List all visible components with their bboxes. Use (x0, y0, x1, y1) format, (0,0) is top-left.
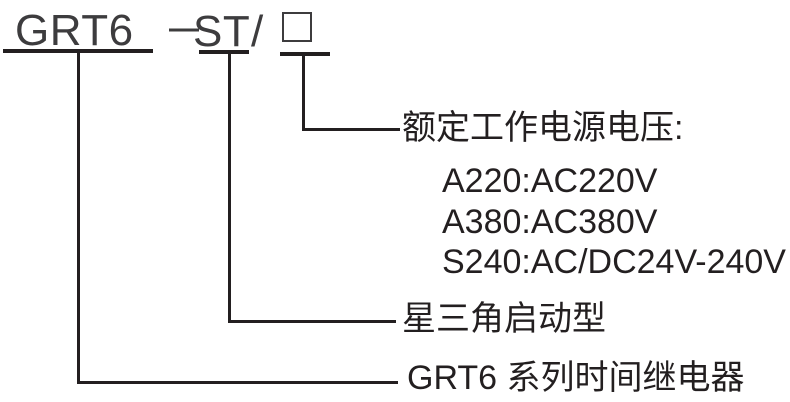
voltage-callout-label: 额定工作电源电压: (402, 109, 684, 147)
voltage-option: A220:AC220V (442, 162, 658, 200)
model-code-series: GRT6 (15, 6, 134, 55)
type-callout-label: 星三角启动型 (402, 300, 606, 338)
underline-type (199, 50, 249, 54)
leader-line-series (77, 52, 398, 384)
placeholder-box-icon (282, 12, 312, 42)
series-callout-label: GRT6 系列时间继电器 (407, 359, 745, 397)
leader-line-voltage (302, 55, 400, 131)
model-code-separator: — (169, 12, 200, 45)
underline-series (3, 49, 153, 53)
model-code-type: ST (193, 7, 251, 56)
model-code-slash: / (251, 7, 264, 56)
voltage-option: S240:AC/DC24V-240V (442, 243, 786, 281)
leader-line-type (228, 53, 396, 323)
underline-voltage (280, 52, 330, 56)
voltage-option: A380:AC380V (442, 203, 658, 241)
